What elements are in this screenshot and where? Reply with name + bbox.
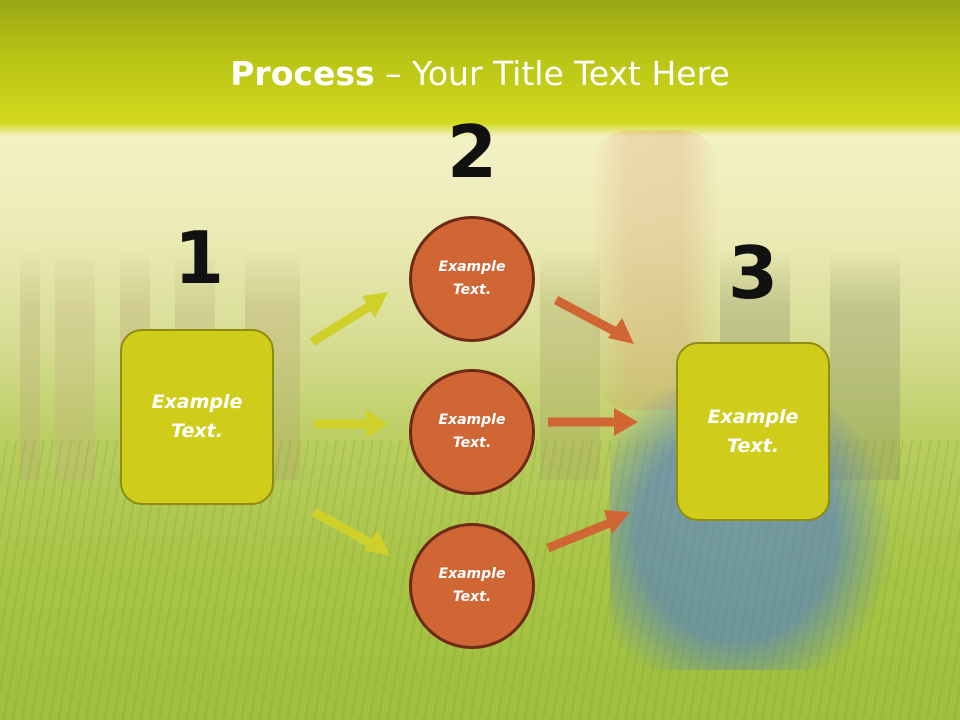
title-rest: – Your Title Text Here <box>374 54 730 93</box>
process-circle-middle-text: Example Text. <box>438 412 506 451</box>
process-circle-top-text: Example Text. <box>438 259 506 298</box>
step-number-2: 2 <box>446 110 498 194</box>
process-box-1-text: Example Text. <box>151 391 243 442</box>
process-circle-middle: Example Text. <box>409 369 535 495</box>
process-circle-bottom: Example Text. <box>409 523 535 649</box>
process-box-3: Example Text. <box>676 342 830 521</box>
title-bold: Process <box>230 54 375 93</box>
process-circle-top: Example Text. <box>409 216 535 342</box>
arrow-box1-to-circle-bottom <box>311 508 390 556</box>
arrow-box1-to-circle-top <box>309 292 388 346</box>
arrow-box1-to-circle-middle <box>314 410 388 438</box>
arrow-circle-top-to-box3 <box>553 296 634 344</box>
step-number-1: 1 <box>173 216 225 300</box>
arrow-circle-bottom-to-box3 <box>546 510 630 553</box>
step-number-3: 3 <box>727 231 779 315</box>
process-box-1: Example Text. <box>120 329 274 505</box>
process-circle-bottom-text: Example Text. <box>438 566 506 605</box>
process-box-3-text: Example Text. <box>707 405 799 457</box>
slide-title: Process – Your Title Text Here <box>0 52 960 96</box>
arrow-circle-middle-to-box3 <box>548 408 638 436</box>
